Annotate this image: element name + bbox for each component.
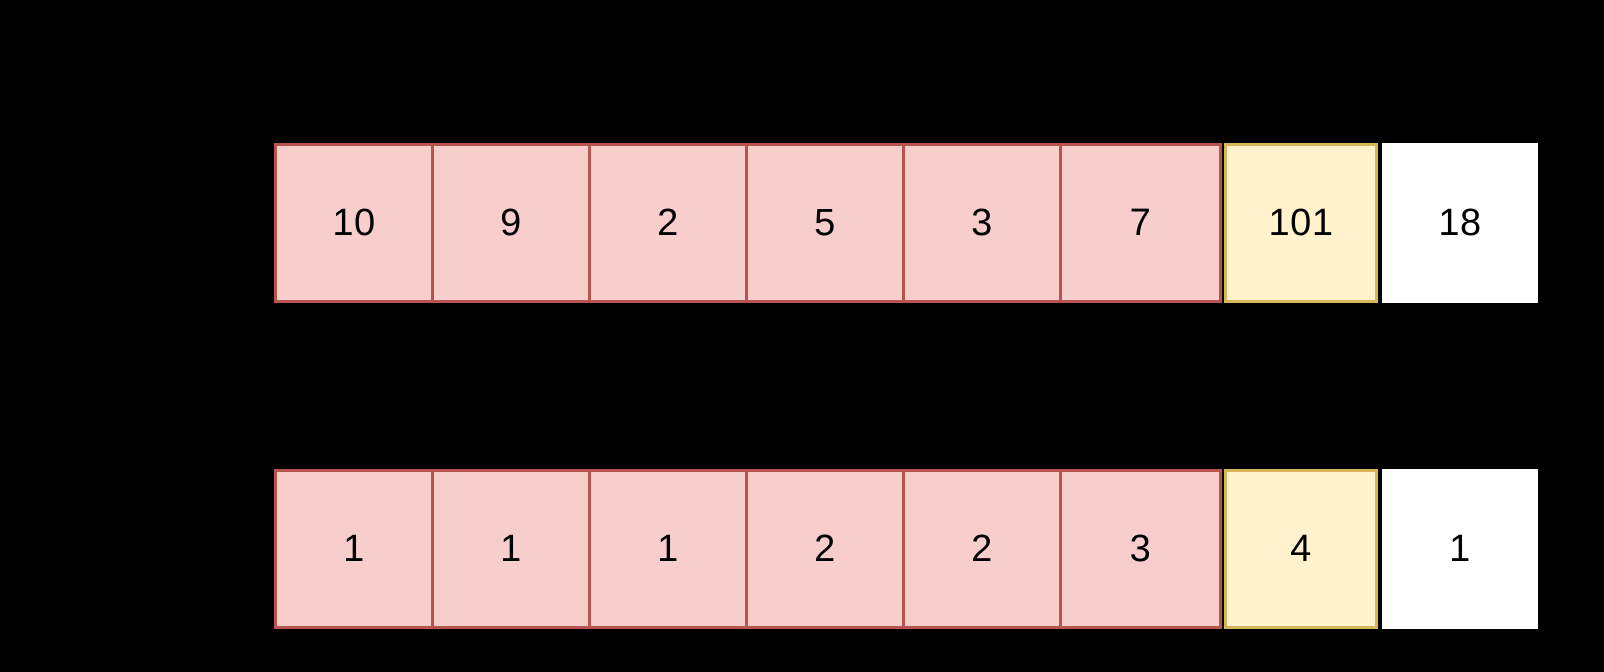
- array-row-bottom: 1 1 1 2 2 3 4 1: [274, 469, 1538, 629]
- array-cell[interactable]: 5: [748, 146, 905, 300]
- array-cell[interactable]: 1: [277, 472, 434, 626]
- array-cell[interactable]: 1: [591, 472, 748, 626]
- array-cell-outside[interactable]: 1: [1382, 469, 1538, 629]
- array-cell[interactable]: 3: [1062, 472, 1219, 626]
- array-cell[interactable]: 2: [748, 472, 905, 626]
- array-cell-highlighted[interactable]: 4: [1224, 469, 1378, 629]
- array-cell[interactable]: 7: [1062, 146, 1219, 300]
- array-cell-highlighted[interactable]: 101: [1224, 143, 1378, 303]
- array-cell[interactable]: 10: [277, 146, 434, 300]
- array-block-top-pink: 10 9 2 5 3 7: [274, 143, 1222, 303]
- array-cell[interactable]: 2: [905, 472, 1062, 626]
- array-block-bottom-pink: 1 1 1 2 2 3: [274, 469, 1222, 629]
- array-cell[interactable]: 1: [434, 472, 591, 626]
- array-row-top: 10 9 2 5 3 7 101 18: [274, 143, 1538, 303]
- array-cell[interactable]: 9: [434, 146, 591, 300]
- array-cell[interactable]: 2: [591, 146, 748, 300]
- array-cell-outside[interactable]: 18: [1382, 143, 1538, 303]
- array-cell[interactable]: 3: [905, 146, 1062, 300]
